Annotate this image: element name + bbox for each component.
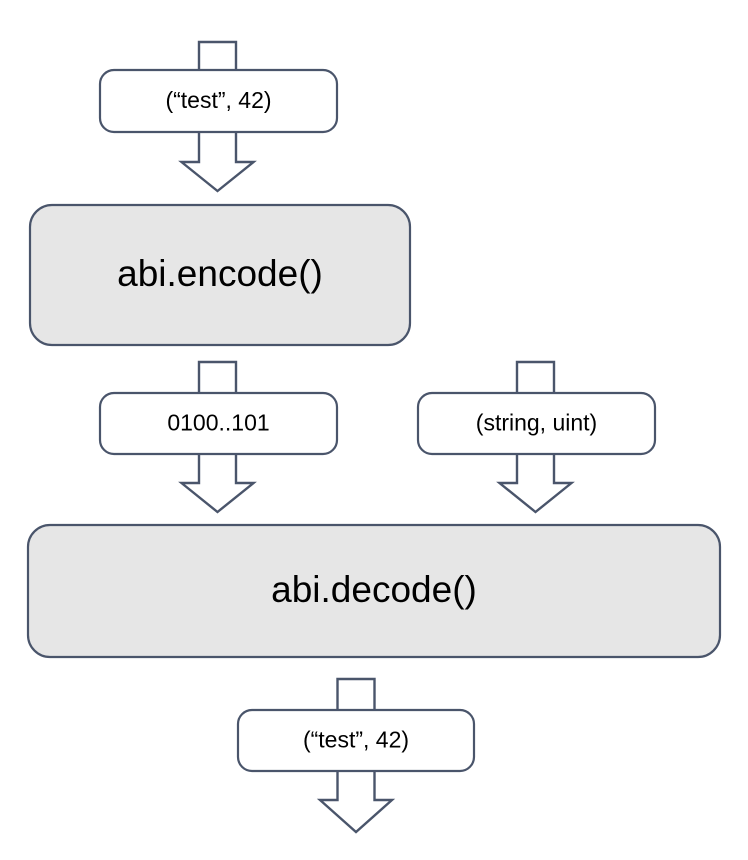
node-output-tuple[interactable]: (“test”, 42) [236, 708, 476, 773]
node-encoded-bytes[interactable]: 0100..101 [98, 391, 339, 456]
connector-stem [515, 360, 556, 395]
node-type-signature-label: (string, uint) [476, 410, 597, 436]
stem-into-output-tuple-connector [336, 677, 376, 712]
node-type-signature[interactable]: (string, uint) [416, 391, 657, 456]
node-abi-encode[interactable]: abi.encode() [28, 203, 412, 347]
arrow-type-to-decode-connector [496, 453, 575, 514]
node-type-signature-shape[interactable] [416, 391, 657, 456]
node-abi-decode[interactable]: abi.decode() [26, 523, 722, 659]
arrow-input-to-encode-connector [178, 131, 257, 193]
node-abi-encode-shape[interactable] [28, 203, 412, 347]
node-input-tuple-shape[interactable] [98, 68, 339, 134]
node-encoded-bytes-shape[interactable] [98, 391, 339, 456]
node-abi-decode-shape[interactable] [26, 523, 722, 659]
connector-layer [178, 40, 575, 834]
node-input-tuple-label: (“test”, 42) [165, 87, 271, 113]
arrow-down-icon [178, 131, 257, 193]
node-encoded-bytes-label: 0100..101 [167, 410, 269, 436]
stem-into-encoded-bytes-connector [197, 360, 238, 395]
arrow-down-icon [316, 770, 396, 834]
node-abi-encode-label: abi.encode() [117, 253, 323, 294]
node-layer: (“test”, 42) abi.encode() 0100..101 (string… [26, 68, 722, 773]
stem-into-type-signature-connector [515, 360, 556, 395]
node-output-tuple-shape[interactable] [236, 708, 476, 773]
connector-stem [197, 40, 238, 72]
arrow-down-icon [496, 453, 575, 514]
arrow-encoded-to-decode-connector [178, 453, 257, 514]
node-output-tuple-label: (“test”, 42) [303, 727, 409, 753]
arrow-output-down-connector [316, 770, 396, 834]
connector-stem [197, 360, 238, 395]
node-input-tuple[interactable]: (“test”, 42) [98, 68, 339, 134]
arrow-down-icon [178, 453, 257, 514]
node-abi-decode-label: abi.decode() [271, 569, 477, 610]
stem-into-input-tuple-connector [197, 40, 238, 72]
connector-stem [336, 677, 376, 712]
